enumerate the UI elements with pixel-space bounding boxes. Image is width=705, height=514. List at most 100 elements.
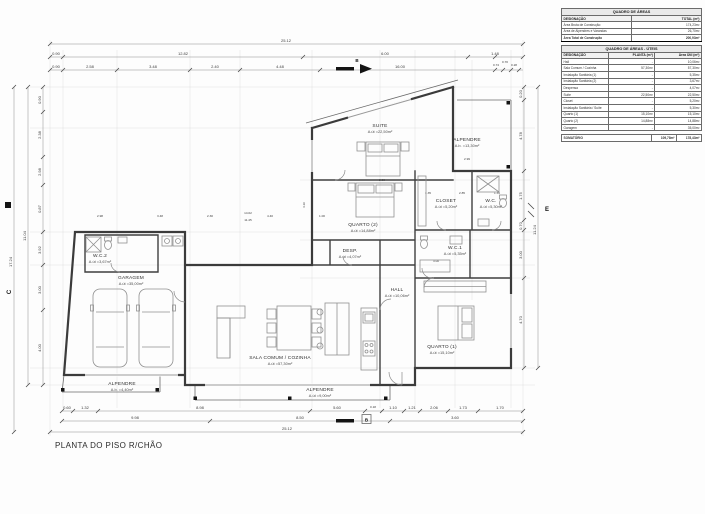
dimension-label: 3.48 xyxy=(157,214,163,218)
bed-quarto2-icon xyxy=(347,182,403,218)
table-cell: - xyxy=(607,97,656,105)
kitchen-counter-icon xyxy=(360,307,378,371)
table-cell: 109,78m² xyxy=(651,134,677,142)
section-letter: B xyxy=(355,58,359,63)
reference-letter: E xyxy=(545,207,549,213)
dimension-label: 3.60 xyxy=(451,415,460,420)
room-area-label: A.út =57,30m² xyxy=(268,361,293,366)
table-cell: 200,93m² xyxy=(631,34,702,42)
table-row: Instalação Sanitária (2)-3,67m² xyxy=(561,77,702,86)
dimension-label: 1.75 xyxy=(518,191,523,200)
table-title: QUADRO DE ÁREAS - ÚTEIS xyxy=(561,44,702,53)
dimension-label: 1.10 xyxy=(389,405,398,410)
room-name-label: QUARTO (1) xyxy=(427,344,457,350)
dimension-label: 3.00 xyxy=(37,285,42,294)
room-name-label: W.C.1 xyxy=(448,245,462,251)
dining-table-icon xyxy=(266,305,322,351)
room-label-quarto2: QUARTO (2)A.út =14,88m² xyxy=(348,222,378,233)
quadro-de-areas-table: QUADRO DE ÁREAS DESIGNAÇÃO TOTAL (m²) Ár… xyxy=(561,8,702,42)
dimension-label: 4.10 xyxy=(302,202,306,208)
room-name-label: SALA COMUM / COZINHA xyxy=(249,355,311,361)
dimension-label: 0.28 xyxy=(511,63,517,67)
room-name-label: CLOSET xyxy=(436,198,456,204)
furniture xyxy=(85,141,507,371)
dimension-label: 1.00 xyxy=(319,214,325,218)
room-area-label: A.út =10,06m² xyxy=(385,293,410,298)
table-cell: Instalação Sanitária / Suíte xyxy=(561,103,609,112)
room-area-label: A.út =3,67m² xyxy=(89,259,112,264)
section-letter: B xyxy=(365,418,369,423)
table-cell: 57,30m² xyxy=(654,64,702,72)
column-header: DESIGNAÇÃO xyxy=(561,51,609,59)
dimension-label: 1.35 xyxy=(425,191,431,195)
dimension-label: 1.21 xyxy=(408,405,417,410)
table-cell: Sala Comum / Cozinha xyxy=(561,64,609,72)
dimension-label: 2.30 xyxy=(207,214,213,218)
table-cell: 3,67m² xyxy=(654,77,702,86)
table-cell: 26,70m² xyxy=(631,27,702,36)
table-cell: 5,30m² xyxy=(654,103,702,112)
table-cell: Suíte xyxy=(561,90,609,99)
dimension-labels: 25.12 0.90 12.82 6.00 1.48 0.90 2.58 3.4… xyxy=(8,38,537,431)
dimension-label: 11.04 xyxy=(22,230,27,240)
room-name-label: ALPENDRE xyxy=(453,137,480,143)
table-cell: Hall xyxy=(561,57,609,66)
dimension-label: 1.48 xyxy=(491,51,500,56)
room-name-label: W.C.2 xyxy=(93,253,107,259)
dimension-label: 0.87 xyxy=(37,204,42,213)
dimension-label: 3.00 xyxy=(518,250,523,259)
dimension-label: 1.73 xyxy=(459,405,468,410)
table-cell: - xyxy=(607,103,656,112)
table-cell: Garagem xyxy=(561,123,609,132)
reference-letter: C xyxy=(7,289,13,294)
room-name-label: GARAGEM xyxy=(118,275,144,281)
porch-outlines xyxy=(61,79,512,401)
dimension-label: 0.20 xyxy=(518,89,523,98)
dimension-label: 0.60 xyxy=(63,405,72,410)
table-cell: Despensa xyxy=(561,84,609,92)
room-name-label: ALPENDRE xyxy=(306,387,333,393)
dimension-label: 4.00 xyxy=(37,343,42,352)
table-cell: Instalação Sanitária (2) xyxy=(561,77,609,86)
area-tables: QUADRO DE ÁREAS DESIGNAÇÃO TOTAL (m²) Ár… xyxy=(561,8,702,142)
dimension-label: 2.40 xyxy=(211,64,220,69)
column-header: Área Útil (m²) xyxy=(654,51,702,59)
dimension-label: 8.98 xyxy=(196,405,205,410)
table-cell: Quarto (1) xyxy=(561,110,609,119)
dimension-label: 4.48 xyxy=(276,64,285,69)
table-row: Garagem-35,00m² xyxy=(561,123,702,132)
table-cell: 5,35m² xyxy=(654,70,702,79)
section-cut-bar xyxy=(336,419,354,423)
table-row-total: SOMATÓRIO 109,78m² 178,43m² xyxy=(561,134,702,142)
table-cell: - xyxy=(607,123,656,132)
room-area-label: A.út =35,00m² xyxy=(119,281,144,286)
table-cell: - xyxy=(607,77,656,86)
closet-shelves xyxy=(417,175,427,227)
dimension-label: 3.00 xyxy=(433,259,439,263)
dimension-label: 1.70 xyxy=(496,405,505,410)
table-row: Despensa-4,07m² xyxy=(561,84,702,92)
dimension-label: 17.24 xyxy=(8,256,13,267)
dimension-label: 0.18 xyxy=(370,405,376,409)
dimension-lines xyxy=(11,41,541,435)
table-cell: 5,20m² xyxy=(654,97,702,105)
room-area-label: A.út =14,88m² xyxy=(351,228,376,233)
room-label-wc2: W.C.2A.út =3,67m² xyxy=(89,253,112,264)
dimension-label: 4.78 xyxy=(518,131,523,140)
room-area-label: A.út =15,10m² xyxy=(430,350,455,355)
room-area-label: A.b. =4,40m² xyxy=(111,387,134,392)
car-icon xyxy=(90,288,130,368)
dimension-label: 4.70 xyxy=(518,315,523,324)
room-name-label: SUITE xyxy=(372,123,387,129)
